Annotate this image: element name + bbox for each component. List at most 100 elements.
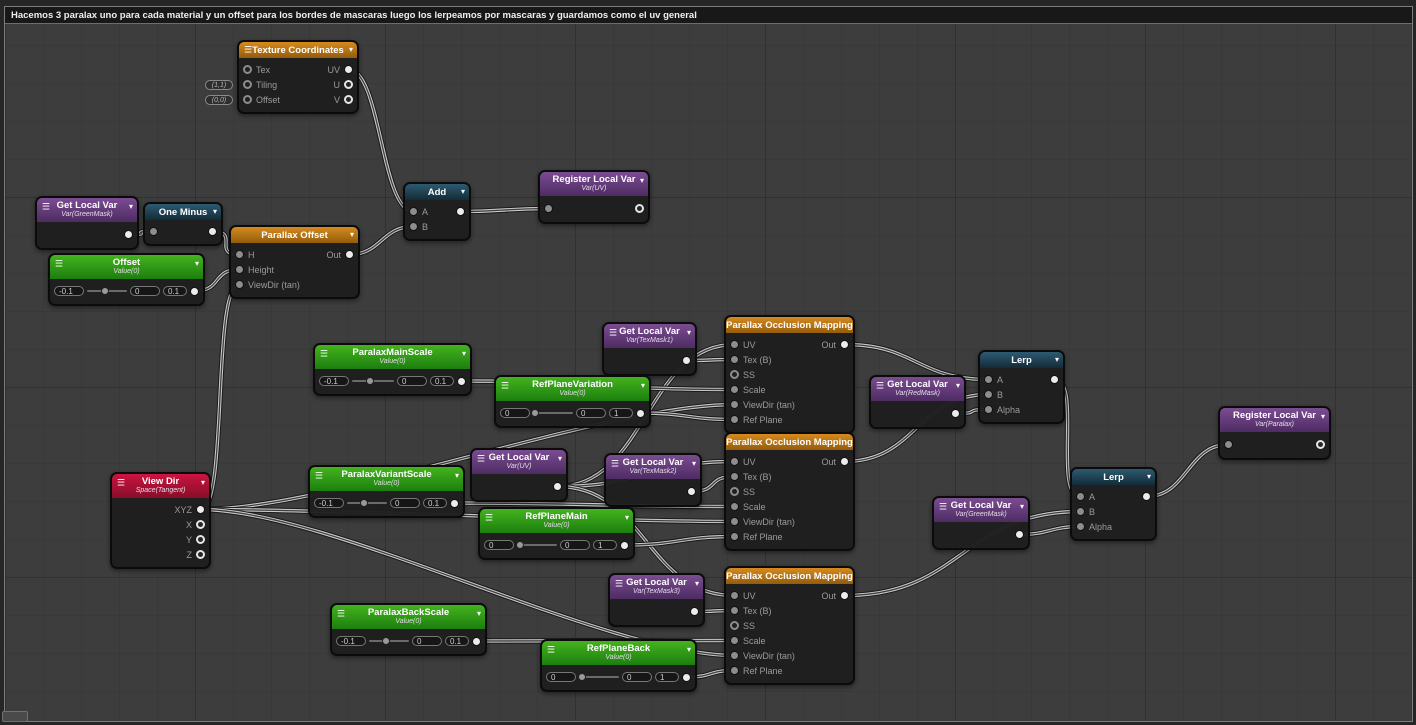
slider-max-value[interactable]: 1 bbox=[609, 408, 633, 418]
comment-resize-handle[interactable] bbox=[2, 711, 28, 722]
slider-track[interactable] bbox=[516, 540, 557, 549]
input-port[interactable] bbox=[243, 80, 252, 89]
one-minus-node[interactable]: One Minus▾ bbox=[143, 202, 223, 246]
output-port[interactable] bbox=[196, 520, 205, 529]
dropdown-arrow-icon[interactable]: ▾ bbox=[194, 259, 199, 268]
output-port[interactable] bbox=[682, 356, 691, 365]
dropdown-arrow-icon[interactable]: ▾ bbox=[694, 579, 699, 588]
output-port[interactable] bbox=[682, 672, 691, 682]
slider-handle[interactable] bbox=[101, 286, 109, 295]
slider-current-value[interactable]: 0 bbox=[412, 636, 442, 646]
slider-min-value[interactable]: -0.1 bbox=[314, 498, 344, 508]
dropdown-arrow-icon[interactable]: ▾ bbox=[640, 381, 645, 390]
dropdown-arrow-icon[interactable]: ▾ bbox=[349, 230, 354, 239]
dropdown-arrow-icon[interactable]: ▾ bbox=[639, 176, 644, 185]
comment-title-bar[interactable]: Hacemos 3 paralax uno para cada material… bbox=[5, 7, 1412, 24]
input-port[interactable] bbox=[730, 457, 739, 466]
menu-icon[interactable]: ☰ bbox=[485, 512, 494, 523]
output-port[interactable] bbox=[472, 636, 481, 646]
menu-icon[interactable]: ☰ bbox=[615, 578, 624, 589]
input-port[interactable] bbox=[544, 204, 553, 213]
output-port[interactable] bbox=[690, 607, 699, 616]
menu-icon[interactable]: ☰ bbox=[42, 201, 51, 212]
slider-track[interactable] bbox=[347, 498, 387, 507]
input-port[interactable] bbox=[409, 207, 418, 216]
dropdown-arrow-icon[interactable]: ▾ bbox=[686, 645, 691, 654]
dropdown-arrow-icon[interactable]: ▾ bbox=[624, 513, 629, 522]
input-port[interactable] bbox=[984, 390, 993, 399]
menu-icon[interactable]: ☰ bbox=[315, 470, 324, 481]
input-port[interactable] bbox=[243, 95, 252, 104]
output-port[interactable] bbox=[124, 230, 133, 239]
node-header[interactable]: Parallax Occlusion Mapping bbox=[726, 568, 853, 584]
slider-track[interactable] bbox=[352, 376, 394, 385]
slider-handle[interactable] bbox=[365, 376, 374, 385]
dropdown-arrow-icon[interactable]: ▾ bbox=[461, 349, 466, 358]
dropdown-arrow-icon[interactable]: ▾ bbox=[1054, 355, 1059, 364]
menu-icon[interactable]: ☰ bbox=[320, 348, 329, 359]
menu-icon[interactable]: ☰ bbox=[337, 608, 346, 619]
output-port[interactable] bbox=[636, 408, 645, 418]
dropdown-arrow-icon[interactable]: ▾ bbox=[348, 45, 353, 54]
dropdown-arrow-icon[interactable]: ▾ bbox=[128, 202, 133, 211]
menu-icon[interactable]: ☰ bbox=[611, 458, 620, 469]
slider-current-value[interactable]: 0 bbox=[397, 376, 427, 386]
menu-icon[interactable]: ☰ bbox=[876, 380, 885, 391]
dropdown-arrow-icon[interactable]: ▾ bbox=[212, 207, 217, 216]
slider-min-value[interactable]: -0.1 bbox=[336, 636, 366, 646]
dropdown-arrow-icon[interactable]: ▾ bbox=[1019, 502, 1024, 511]
slider-track[interactable] bbox=[369, 636, 409, 645]
input-port[interactable] bbox=[730, 370, 739, 379]
node-header[interactable]: Parallax Occlusion Mapping bbox=[726, 434, 853, 450]
dropdown-arrow-icon[interactable]: ▾ bbox=[454, 471, 459, 480]
output-port[interactable] bbox=[620, 540, 629, 550]
output-port[interactable] bbox=[687, 487, 696, 496]
input-port[interactable] bbox=[1076, 507, 1085, 516]
slider-handle[interactable] bbox=[381, 636, 390, 645]
input-port[interactable] bbox=[1224, 440, 1233, 449]
input-port[interactable] bbox=[730, 502, 739, 511]
node-header[interactable]: One Minus▾ bbox=[145, 204, 221, 220]
input-port[interactable] bbox=[730, 636, 739, 645]
slider-max-value[interactable]: 0.1 bbox=[430, 376, 454, 386]
slider-handle[interactable] bbox=[578, 672, 587, 681]
slider-current-value[interactable]: 0 bbox=[130, 286, 160, 296]
output-port[interactable] bbox=[553, 482, 562, 491]
output-port[interactable] bbox=[450, 498, 459, 508]
output-port[interactable] bbox=[1316, 440, 1325, 449]
output-port[interactable] bbox=[840, 340, 849, 349]
slider-current-value[interactable]: 0 bbox=[622, 672, 652, 682]
slider-max-value[interactable]: 0.1 bbox=[163, 286, 187, 296]
output-port[interactable] bbox=[457, 376, 466, 386]
input-port[interactable] bbox=[730, 355, 739, 364]
node-header[interactable]: Add▾ bbox=[405, 184, 469, 200]
input-port[interactable] bbox=[235, 280, 244, 289]
output-port[interactable] bbox=[344, 95, 353, 104]
output-port[interactable] bbox=[344, 80, 353, 89]
input-port[interactable] bbox=[730, 532, 739, 541]
menu-icon[interactable]: ☰ bbox=[55, 258, 64, 269]
dropdown-arrow-icon[interactable]: ▾ bbox=[476, 609, 481, 618]
input-port[interactable] bbox=[1076, 522, 1085, 531]
node-header[interactable]: Lerp▾ bbox=[1072, 469, 1155, 485]
node-header[interactable]: Parallax Occlusion Mapping bbox=[726, 317, 853, 333]
output-port[interactable] bbox=[196, 505, 205, 514]
menu-icon[interactable]: ☰ bbox=[609, 327, 618, 338]
